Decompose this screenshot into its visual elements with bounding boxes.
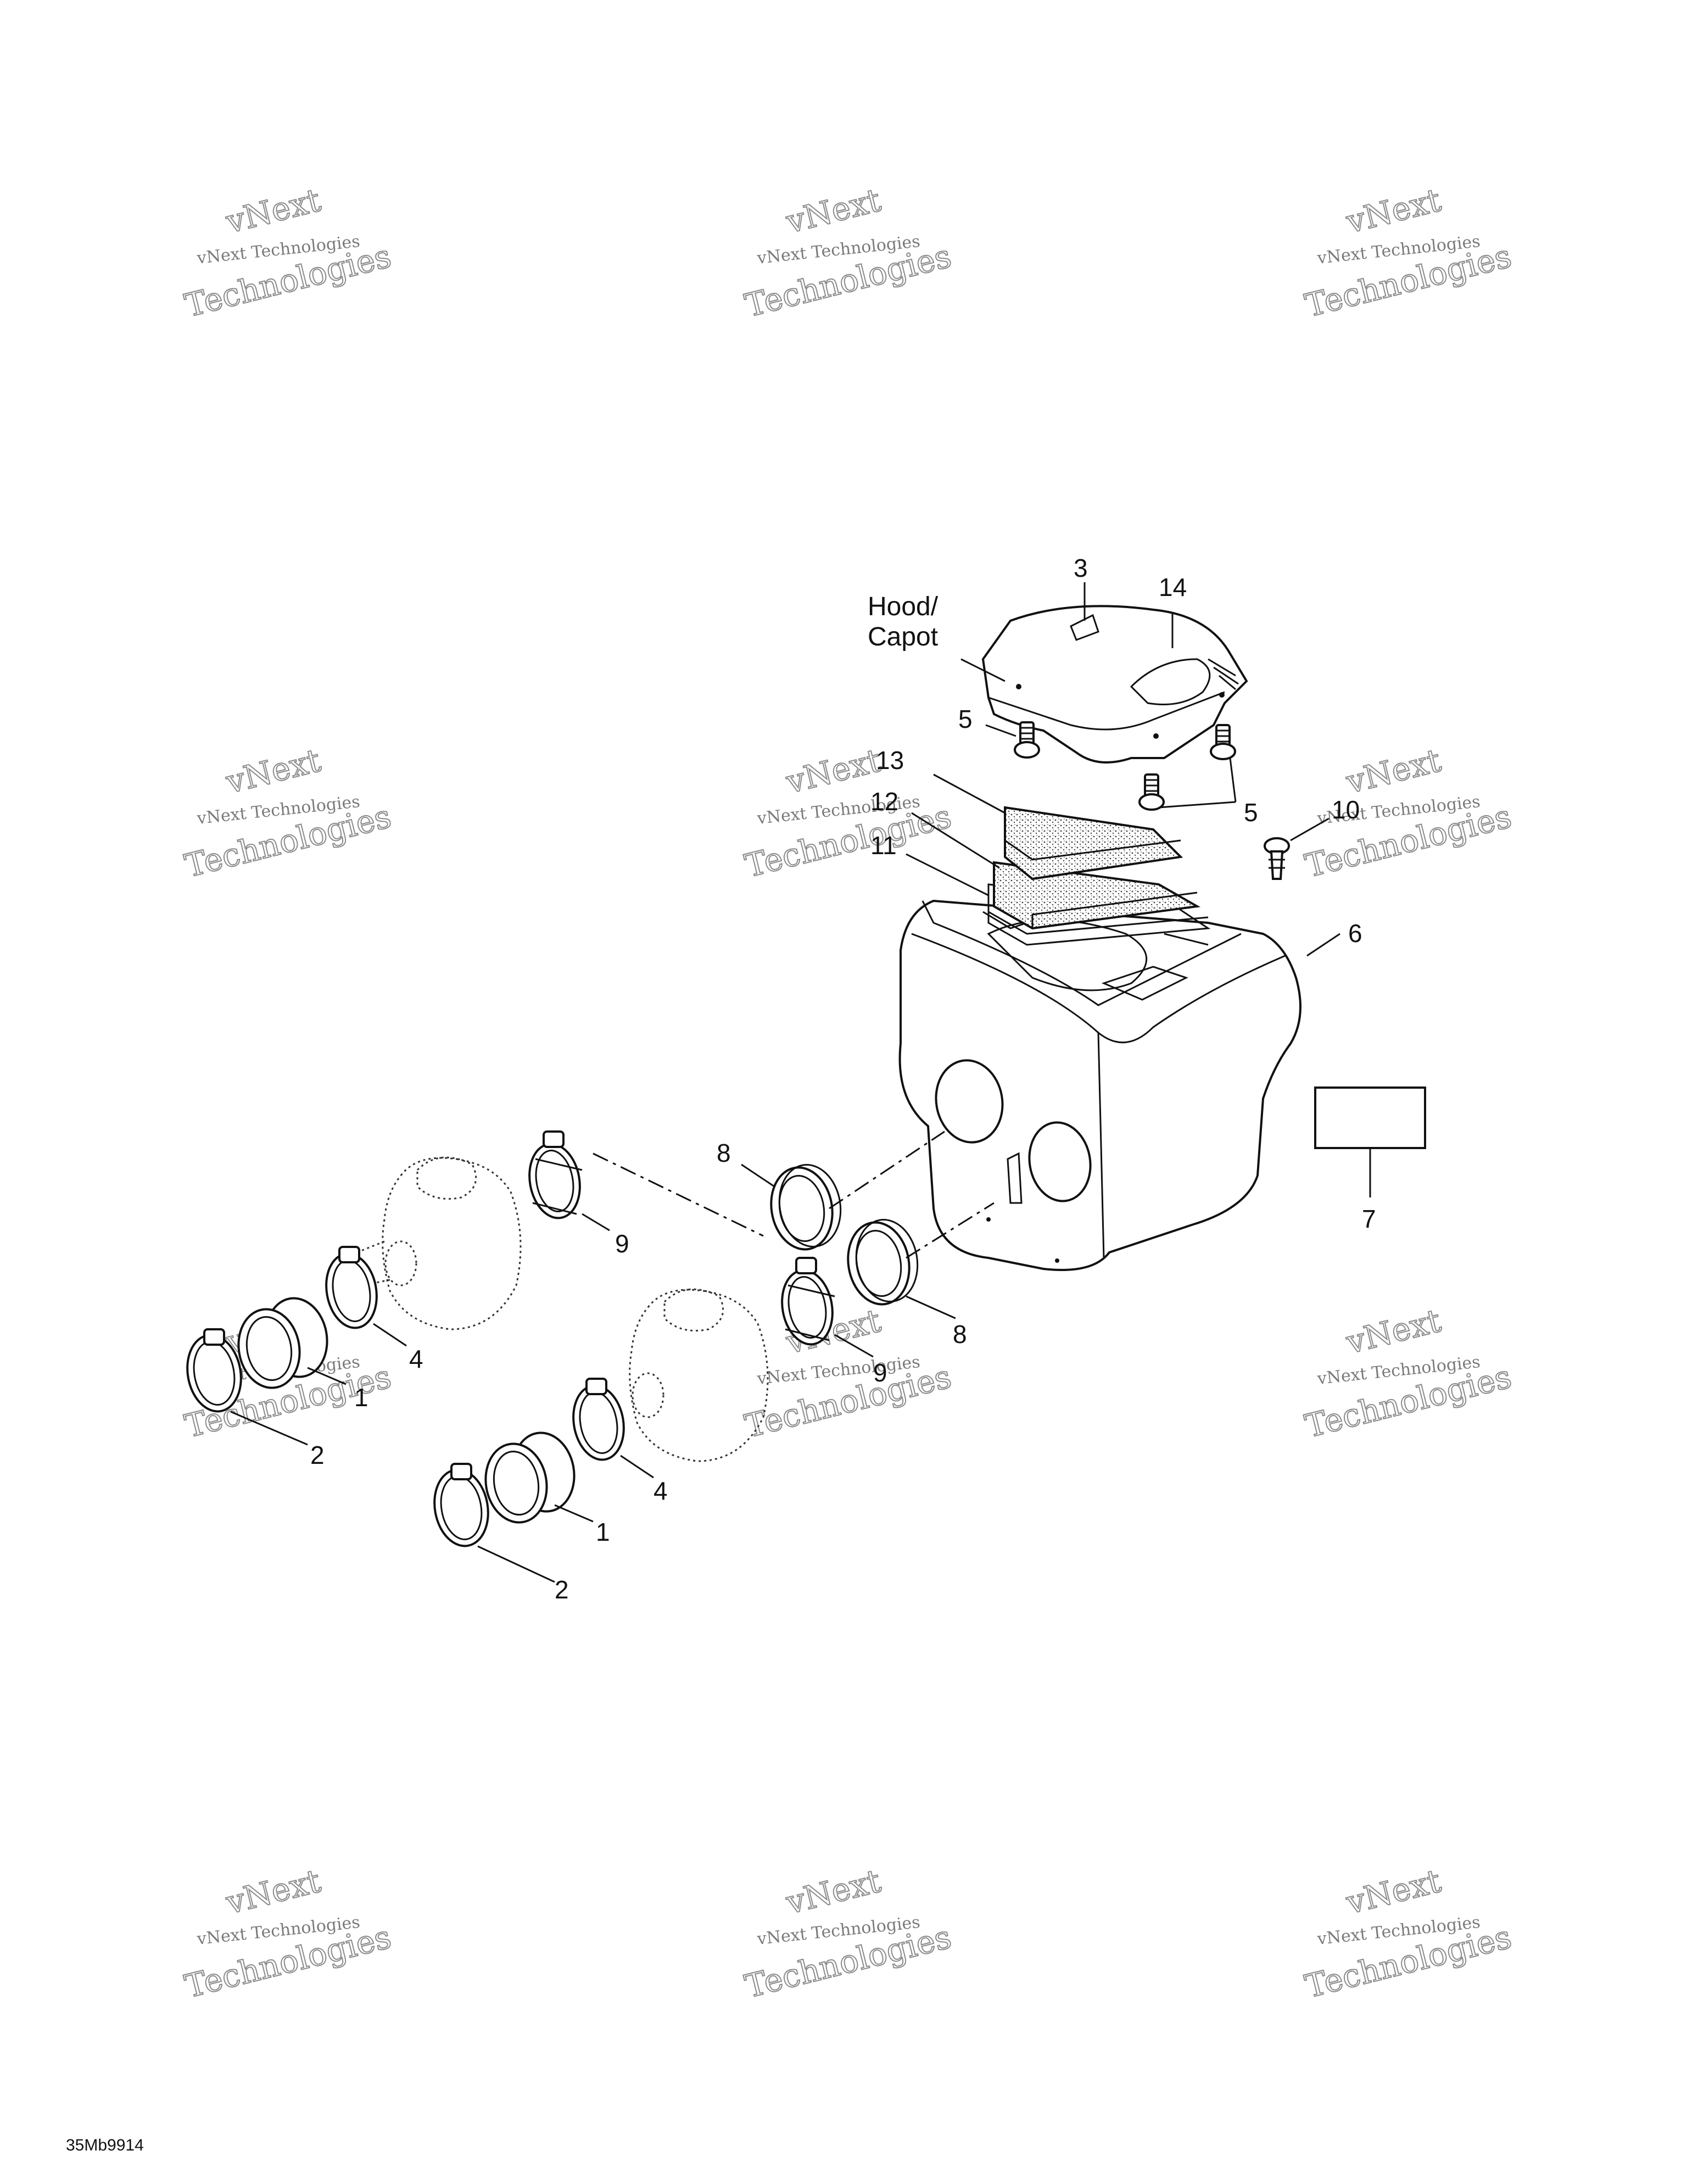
watermark: vNext vNext Technologies Technologies: [741, 1301, 956, 1446]
adaptor-1-lower: [484, 1431, 576, 1524]
callout-5: 5: [1244, 798, 1258, 827]
hood-label-line2: Capot: [868, 622, 938, 651]
push-rivet: [1264, 837, 1290, 880]
decal-7: [1314, 1087, 1426, 1149]
watermark: vNext vNext Technologies Technologies: [181, 1862, 395, 2006]
callout-10: 10: [1332, 795, 1360, 824]
sleeve-8-lower: [847, 1219, 919, 1306]
svg-text:vNext: vNext: [1342, 742, 1444, 801]
clamp-2-lower: [433, 1463, 489, 1547]
clamp-2-upper: [186, 1328, 242, 1413]
callout-4: 4: [653, 1477, 668, 1505]
foam-filter-13: [1004, 806, 1183, 881]
callout-2: 2: [555, 1575, 569, 1604]
adaptor-1-upper: [237, 1297, 328, 1389]
callout-4: 4: [409, 1345, 423, 1373]
watermark: vNext vNext Technologies Technologies: [741, 181, 956, 325]
svg-text:vNext: vNext: [222, 742, 324, 801]
screw: [1210, 724, 1236, 760]
svg-text:vNext: vNext: [1342, 1302, 1444, 1361]
carburetor-upper: [356, 1156, 522, 1330]
callout-11: 11: [870, 831, 897, 860]
callout-14: 14: [1159, 573, 1187, 601]
clamp-9-lower: [781, 1257, 835, 1346]
svg-text:vNext: vNext: [1342, 181, 1444, 241]
hood-label-line1: Hood/: [868, 592, 939, 621]
svg-text:vNext: vNext: [782, 1862, 884, 1921]
reference-code: 35Mb9914: [66, 2136, 144, 2154]
callout-1: 1: [596, 1518, 610, 1546]
callout-9: 9: [615, 1229, 629, 1258]
intake-hole: [935, 1059, 1004, 1144]
callout-5: 5: [958, 705, 973, 733]
watermark: vNext vNext Technologies Technologies: [741, 1862, 956, 2006]
clamp-4-upper: [325, 1246, 378, 1329]
watermark: vNext vNext Technologies Technologies: [1301, 181, 1516, 325]
watermark: vNext vNext Technologies Technologies: [181, 181, 395, 325]
watermark: vNext vNext Technologies Technologies: [1301, 1862, 1516, 2006]
clamp-4-lower: [572, 1378, 625, 1461]
svg-text:vNext: vNext: [222, 181, 324, 241]
foam-filter-12: [993, 861, 1201, 930]
hood-cover: [981, 605, 1248, 764]
callout-1: 1: [354, 1383, 368, 1412]
callout-9: 9: [873, 1358, 887, 1387]
callout-13: 13: [876, 746, 904, 775]
svg-text:vNext: vNext: [1342, 1862, 1444, 1921]
callout-6: 6: [1348, 919, 1362, 948]
carburetor-lower: [629, 1288, 769, 1462]
svg-text:vNext: vNext: [782, 181, 884, 241]
callout-8: 8: [953, 1320, 967, 1349]
watermark: vNext vNext Technologies Technologies: [1301, 1301, 1516, 1446]
leader-lines: [230, 582, 1371, 1583]
screw: [1014, 721, 1040, 759]
callout-2: 2: [310, 1441, 325, 1469]
screw: [1138, 773, 1165, 811]
clamp-9-upper: [528, 1130, 583, 1219]
callout-12: 12: [870, 787, 898, 816]
air-silencer-box: [898, 899, 1301, 1271]
intake-hole: [1028, 1121, 1092, 1202]
watermark: vNext vNext Technologies Technologies: [181, 741, 395, 885]
callouts: 3 14 5 5 13 12 11 10 6 7 8 8 9 9 4 4 1 1…: [310, 554, 1376, 1604]
svg-text:vNext: vNext: [782, 742, 884, 801]
svg-text:vNext: vNext: [222, 1862, 324, 1921]
callout-7: 7: [1362, 1205, 1376, 1233]
sleeve-8-upper: [770, 1164, 842, 1251]
callout-8: 8: [717, 1139, 731, 1167]
callout-3: 3: [1074, 554, 1088, 582]
